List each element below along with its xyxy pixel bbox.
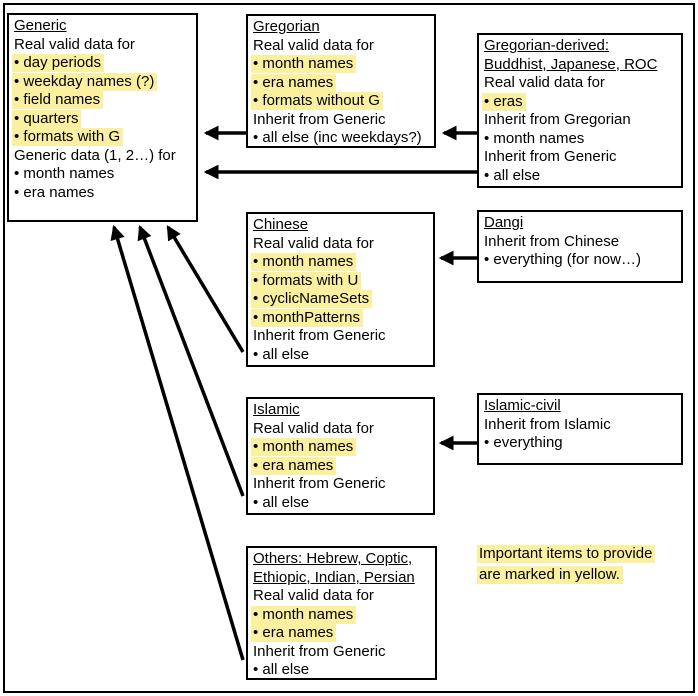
highlighted-item: • formats with U: [251, 271, 362, 290]
highlighted-item: • field names: [12, 91, 104, 109]
box-others-title-2: Ethiopic, Indian, Persian: [253, 568, 415, 586]
highlighted-item: • weekday names (?): [12, 72, 158, 91]
text-line: Generic data (1, 2…) for: [14, 146, 176, 164]
highlighted-item: • quarters: [12, 109, 82, 128]
highlighted-item: • eras: [482, 92, 526, 111]
text-line: Inherit from Generic: [253, 642, 386, 660]
text-line: Inherit from Generic: [484, 148, 617, 165]
text-line: • all else: [253, 345, 310, 363]
box-islamic: Islamic Real valid data for • month name…: [246, 397, 435, 515]
text-line: • all else (inc weekdays?): [253, 129, 422, 146]
text-line: • everything: [484, 434, 563, 451]
text-line: • month names: [484, 129, 585, 147]
legend-note-line: Important items to provide: [477, 545, 656, 563]
highlighted-item: • day periods: [12, 54, 104, 72]
box-dangi: Dangi Inherit from Chinese • everything …: [477, 210, 683, 283]
box-gregorian-derived-title: Gregorian-derived:: [484, 37, 610, 54]
highlighted-item: • month names: [251, 605, 357, 624]
box-others: Others: Hebrew, Coptic, Ethiopic, Indian…: [246, 546, 437, 680]
highlighted-item: • month names: [251, 253, 357, 271]
box-islamic-title: Islamic: [253, 401, 300, 418]
text-line: Inherit from Generic: [253, 110, 386, 128]
text-line: • month names: [14, 165, 115, 182]
highlighted-item: • era names: [251, 456, 337, 475]
text-line: • era names: [14, 183, 95, 201]
box-gregorian-derived: Gregorian-derived: Buddhist, Japanese, R…: [477, 33, 683, 188]
highlighted-item: • formats with G: [12, 128, 124, 146]
highlighted-item: • era names: [251, 624, 337, 642]
text-line: Inherit from Gregorian: [484, 111, 631, 128]
text-line: Inherit from Generic: [253, 327, 386, 344]
box-generic: Generic Real valid data for • day period…: [7, 13, 198, 222]
text-line: Real valid data for: [484, 74, 605, 91]
highlighted-item: • month names: [251, 438, 357, 456]
legend-note-line: are marked in yellow.: [477, 566, 623, 584]
legend-note: Important items to provide are marked in…: [477, 543, 656, 585]
box-gregorian: Gregorian Real valid data for • month na…: [246, 14, 436, 148]
text-line: • all else: [253, 493, 310, 511]
box-gregorian-derived-title-2: Buddhist, Japanese, ROC: [484, 55, 658, 73]
highlighted-item: • cyclicNameSets: [251, 290, 373, 308]
highlighted-item: • monthPatterns: [251, 308, 363, 327]
text-line: Inherit from Chinese: [484, 232, 620, 250]
text-line: Real valid data for: [253, 234, 374, 252]
text-line: Real valid data for: [253, 419, 374, 437]
text-line: Real valid data for: [14, 35, 135, 53]
text-line: Inherit from Generic: [253, 475, 386, 492]
box-dangi-title: Dangi: [484, 214, 524, 231]
box-others-title: Others: Hebrew, Coptic,: [253, 550, 413, 567]
box-generic-title: Generic: [14, 17, 67, 34]
box-islamic-civil-title: Islamic-civil: [484, 397, 561, 414]
highlighted-item: • era names: [251, 73, 337, 92]
text-line: Real valid data for: [253, 36, 374, 54]
text-line: • all else: [484, 166, 541, 184]
box-gregorian-title: Gregorian: [253, 18, 320, 35]
text-line: • all else: [253, 661, 310, 678]
highlighted-item: • month names: [251, 55, 357, 73]
text-line: • everything (for now…): [484, 251, 641, 268]
box-chinese: Chinese Real valid data for • month name…: [246, 212, 435, 367]
diagram-border: [3, 3, 695, 693]
box-islamic-civil: Islamic-civil Inherit from Islamic • eve…: [477, 393, 683, 465]
text-line: Inherit from Islamic: [484, 415, 611, 433]
text-line: Real valid data for: [253, 587, 374, 604]
box-chinese-title: Chinese: [253, 216, 309, 233]
highlighted-item: • formats without G: [251, 92, 383, 110]
